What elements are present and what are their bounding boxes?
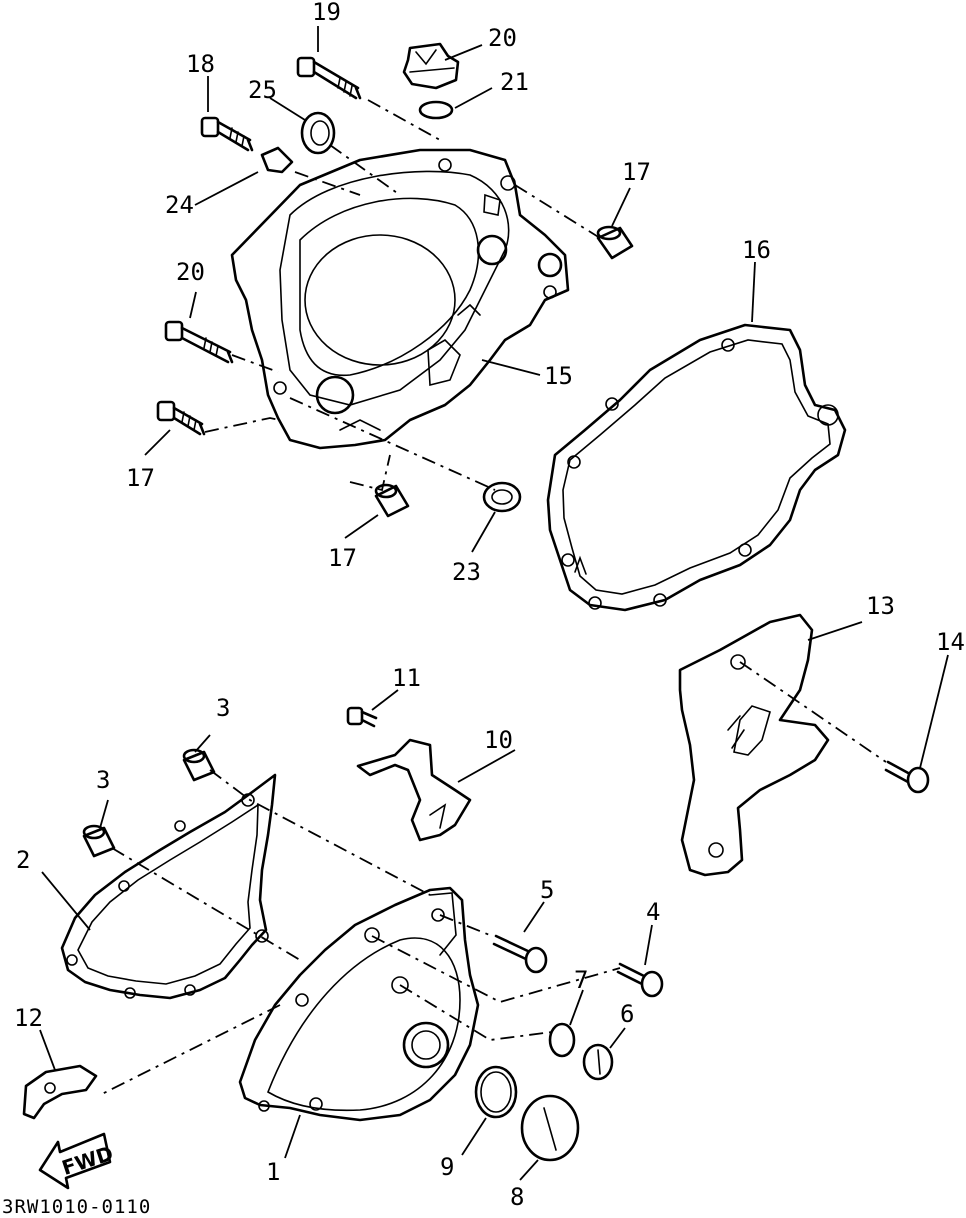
callout-3-upper: 3 (216, 694, 230, 722)
sprocket-cover-13 (678, 613, 830, 877)
callout-4: 4 (646, 898, 660, 926)
bolt-5 (492, 934, 548, 974)
callout-19: 18 (186, 50, 215, 78)
drawing-code: 3RW1010-0110 (2, 1196, 151, 1218)
oil-filler-cap-21 (402, 42, 460, 90)
gasket-2 (60, 773, 277, 1000)
o-ring-7 (548, 1022, 576, 1058)
callout-24: 24 (165, 191, 194, 219)
bracket-10 (356, 738, 472, 842)
callout-labels: 19 20 21 25 18 24 17 16 20 15 17 17 23 1… (14, 0, 965, 1211)
bolt-18 (156, 400, 206, 436)
callout-21: 20 (488, 24, 517, 52)
clip-24 (260, 146, 294, 174)
oil-seal-25 (300, 111, 336, 155)
callout-11: 11 (392, 664, 421, 692)
callout-20-upper: 19 (312, 0, 341, 26)
callout-15: 15 (544, 362, 573, 390)
plug-8 (520, 1094, 580, 1162)
callout-17-lower: 17 (328, 544, 357, 572)
alignment-lines (99, 99, 887, 1096)
callout-6: 6 (620, 1000, 634, 1028)
callout-8: 8 (510, 1183, 524, 1211)
callout-18: 17 (126, 464, 155, 492)
callout-25: 25 (248, 76, 277, 104)
dowel-pin-3-upper (182, 748, 216, 782)
gasket-16 (546, 323, 847, 612)
callout-12: 12 (14, 1004, 43, 1032)
crankcase-cover-1 (238, 886, 480, 1122)
fwd-direction-arrow: FWD (38, 1132, 116, 1190)
crankcase-cover-15 (230, 148, 570, 450)
callout-7: 7 (574, 966, 588, 994)
callout-20-lower: 20 (176, 258, 205, 286)
bolt-20-lower (164, 320, 234, 364)
bracket-12 (22, 1064, 98, 1120)
oil-seal-23 (482, 481, 522, 513)
fwd-label: FWD (59, 1141, 116, 1180)
bolt-11 (346, 706, 378, 728)
callout-5: 5 (540, 876, 554, 904)
callout-14: 14 (936, 628, 965, 656)
callout-22: 21 (500, 68, 529, 96)
callout-16: 16 (742, 236, 771, 264)
callout-23: 23 (452, 558, 481, 586)
bolt-20-upper (296, 56, 362, 100)
dowel-pin-17-lower (374, 483, 410, 518)
o-ring-22 (418, 100, 454, 120)
dowel-pin-17-upper (596, 225, 634, 260)
callout-3-lower: 3 (96, 766, 110, 794)
bolt-4 (616, 962, 664, 998)
bolt-14 (884, 760, 930, 794)
dowel-pin-3-lower (82, 824, 116, 858)
leader-lines (39, 26, 949, 1181)
callout-9: 9 (440, 1153, 454, 1181)
callout-13: 13 (866, 592, 895, 620)
callout-2: 2 (16, 846, 30, 874)
callout-10: 10 (484, 726, 513, 754)
o-ring-9 (474, 1065, 518, 1119)
plug-6 (582, 1043, 614, 1081)
bolt-19 (200, 116, 254, 152)
callout-1: 1 (266, 1158, 280, 1186)
callout-17-upper: 17 (622, 158, 651, 186)
